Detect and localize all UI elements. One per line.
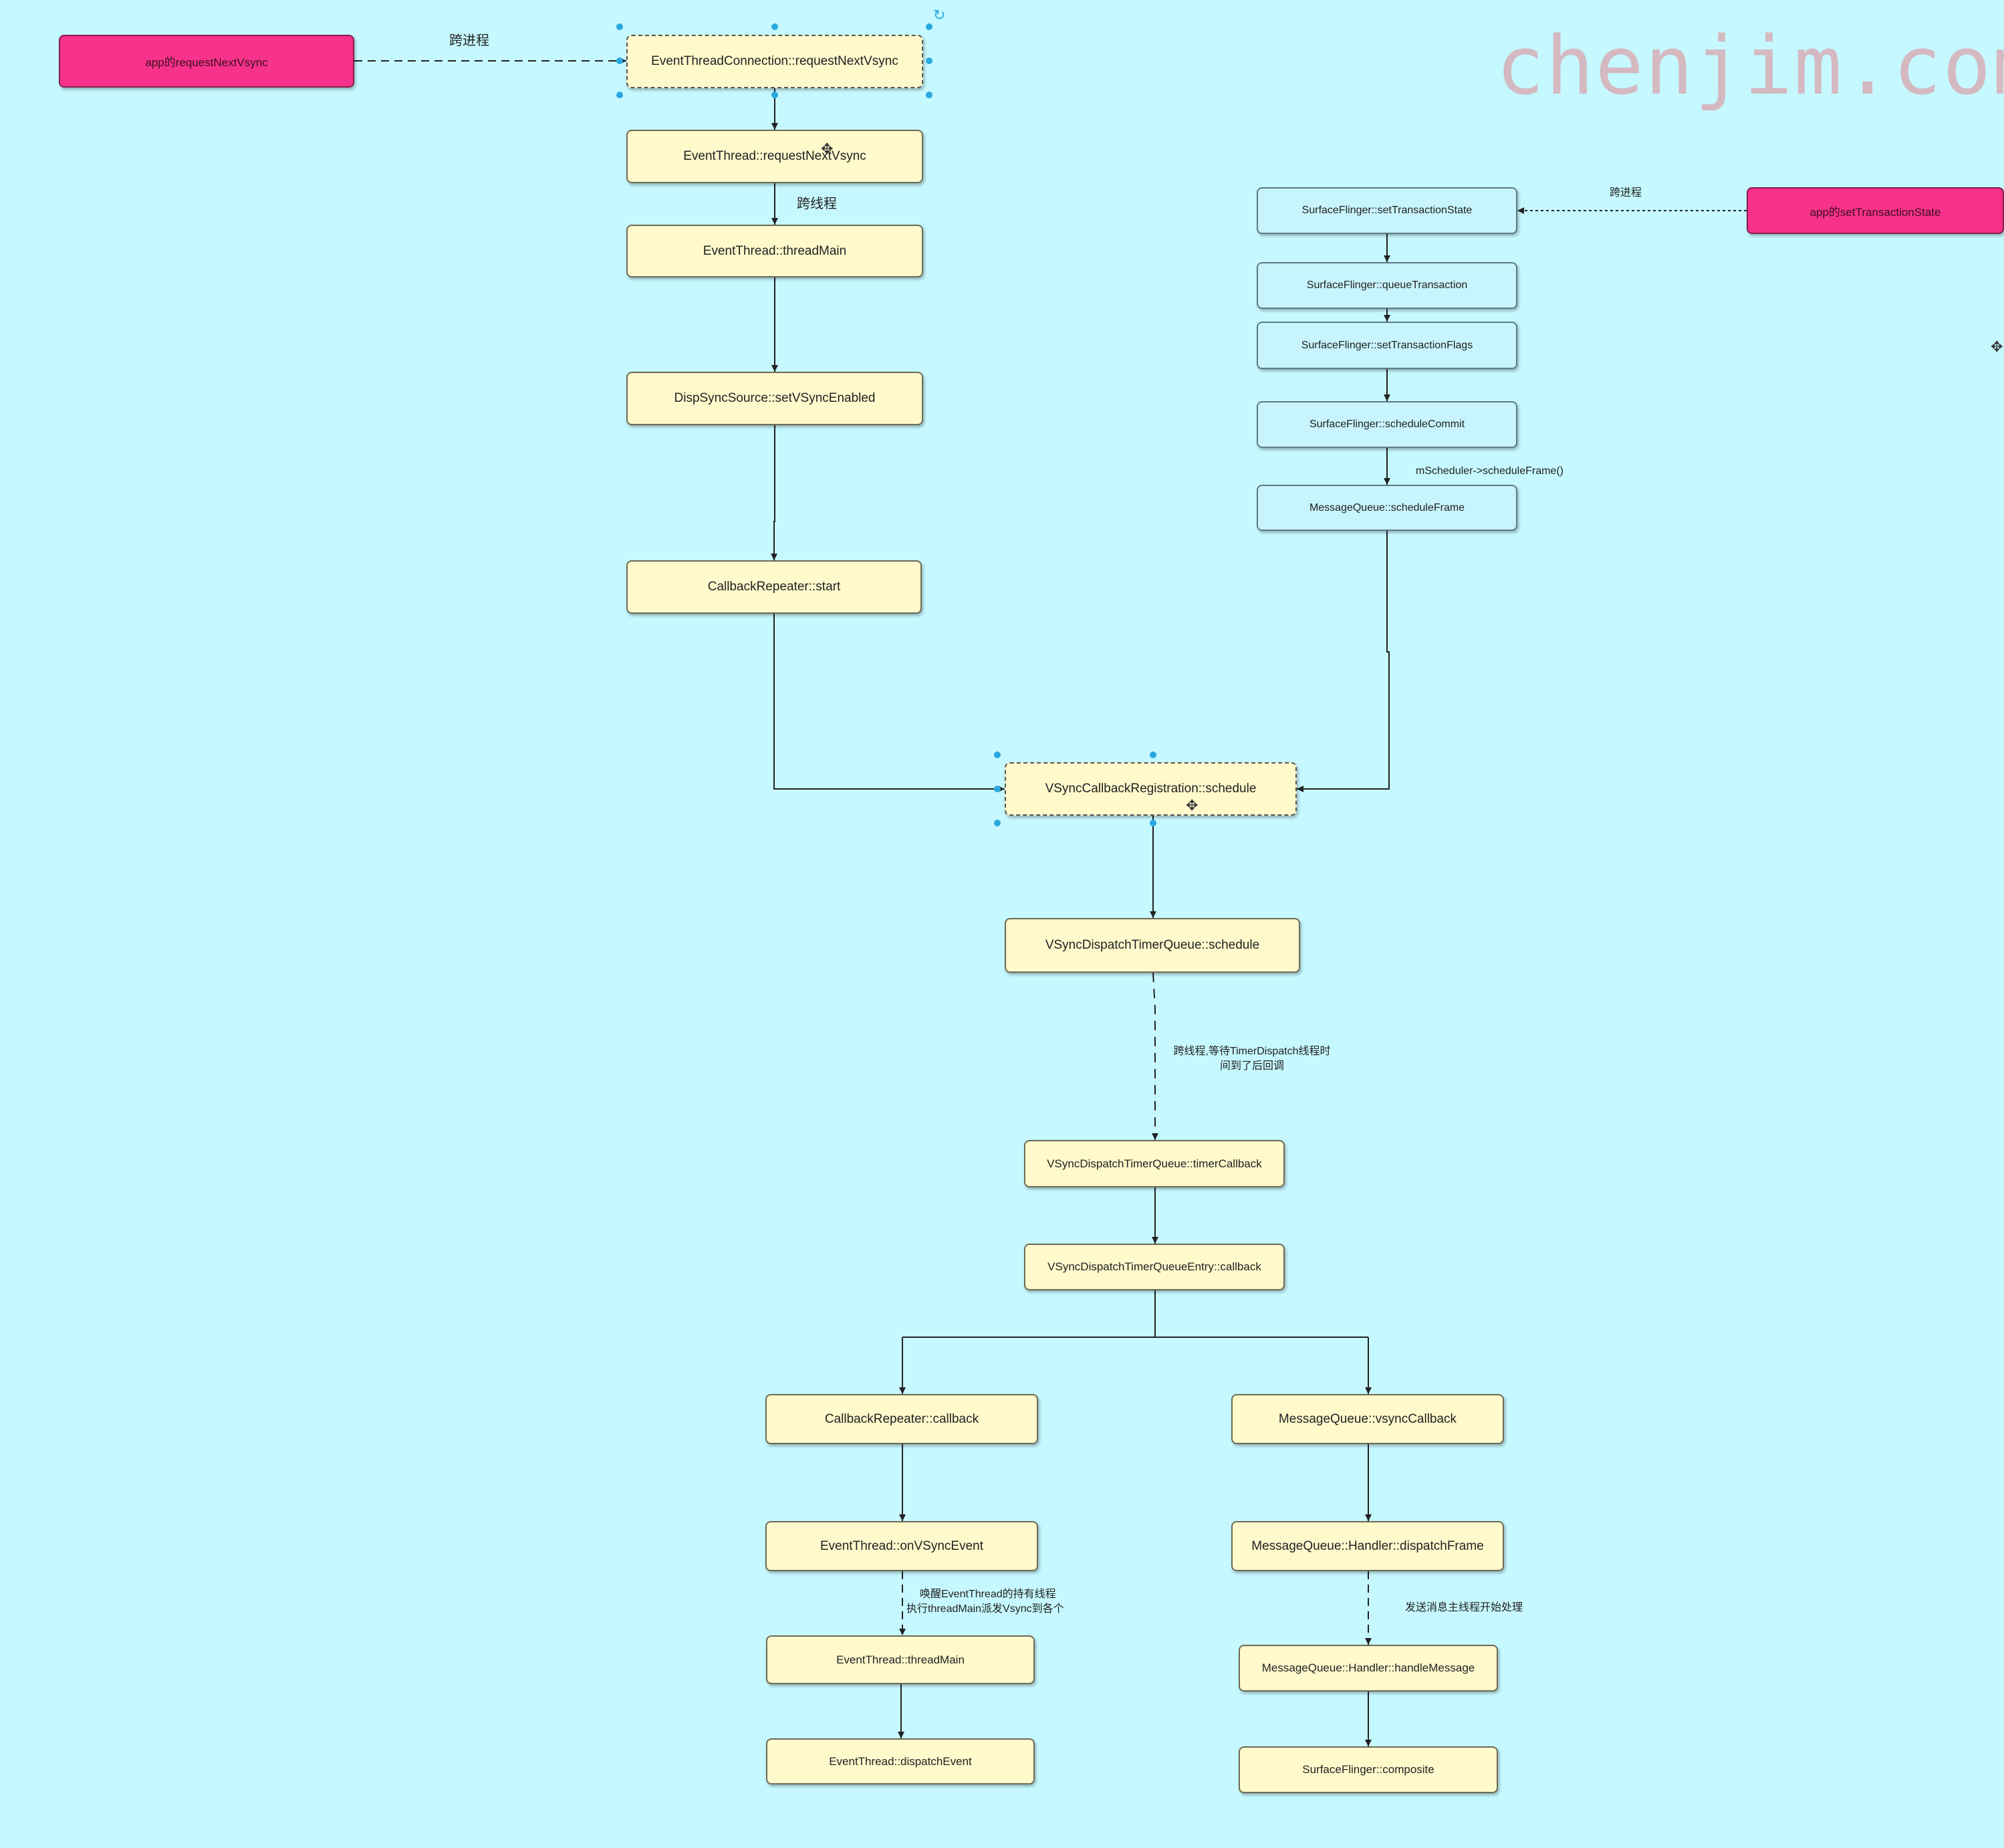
selection-handle-left[interactable] [616, 57, 623, 64]
selection-handle-right[interactable] [926, 57, 932, 64]
node-vsyncdispatchtimerqueue-timercallback[interactable]: VSyncDispatchTimerQueue::timerCallback [1024, 1140, 1285, 1187]
node-callbackrepeater-callback[interactable]: CallbackRepeater::callback [765, 1394, 1038, 1444]
move-cursor-icon-2: ✥ [1186, 797, 1199, 814]
node-eventthread-threadmain[interactable]: EventThread::threadMain [626, 225, 923, 277]
label-timer-wait-line1: 跨线程,等待TimerDispatch线程时 [1173, 1046, 1331, 1057]
edge-mqsf-to-vcr [1297, 531, 1390, 792]
selection-handle-bottom-2[interactable] [1150, 820, 1156, 826]
node-surfaceflinger-composite[interactable]: SurfaceFlinger::composite [1239, 1746, 1498, 1793]
node-app-settransactionstate[interactable]: app的setTransactionState [1747, 187, 2004, 234]
node-eventthread-threadmain-2[interactable]: EventThread::threadMain [766, 1635, 1035, 1684]
label-send-message: 发送消息主线程开始处理 [1405, 1602, 1523, 1613]
label-wake-line2: 执行threadMain派发Vsync到各个 [906, 1603, 1064, 1615]
node-surfaceflinger-settransactionstate[interactable]: SurfaceFlinger::setTransactionState [1257, 187, 1517, 234]
selection-handle-left-2[interactable] [994, 786, 1001, 792]
move-cursor-icon-3: ✥ [1991, 338, 2003, 355]
node-vsynccallbackregistration-schedule[interactable]: VSyncCallbackRegistration::schedule [1005, 762, 1297, 816]
label-cross-process-2: 跨进程 [1610, 187, 1642, 199]
node-surfaceflinger-schedulecommit[interactable]: SurfaceFlinger::scheduleCommit [1257, 401, 1517, 448]
selection-handle-bottom-left[interactable] [616, 92, 623, 98]
selection-handle-top-2[interactable] [1150, 752, 1156, 758]
node-app-request-next-vsync[interactable]: app的requestNextVsync [59, 35, 354, 88]
label-wake-line1: 唤醒EventThread的持有线程 [920, 1589, 1056, 1600]
label-cross-thread-1: 跨线程 [797, 197, 837, 211]
move-cursor-icon: ✥ [821, 140, 834, 157]
node-dispsyncsource-setvsyncenabled[interactable]: DispSyncSource::setVSyncEnabled [626, 372, 923, 425]
selection-handle-top-right[interactable] [926, 23, 932, 30]
node-messagequeue-vsynccallback[interactable]: MessageQueue::vsyncCallback [1231, 1394, 1504, 1444]
label-timer-wait-line2: 间到了后回调 [1219, 1060, 1284, 1072]
label-cross-process-1: 跨进程 [449, 33, 489, 48]
edge-entry-split [902, 1290, 1368, 1338]
node-messagequeue-handler-dispatchframe[interactable]: MessageQueue::Handler::dispatchFrame [1231, 1521, 1504, 1571]
edge-repeater-to-vcr [773, 614, 1005, 792]
watermark-text: chenjim.com [1496, 20, 2004, 113]
node-eventthreadconnection-requestnextvsync[interactable]: EventThreadConnection::requestNextVsync [626, 35, 923, 88]
node-eventthread-onvsyncevent[interactable]: EventThread::onVSyncEvent [765, 1521, 1038, 1571]
selection-handle-bottom-left-2[interactable] [994, 820, 1001, 826]
edge-vdtq-to-timercb [1152, 972, 1158, 1140]
node-surfaceflinger-settransactionflags[interactable]: SurfaceFlinger::setTransactionFlags [1257, 322, 1517, 369]
edge-dispsync-to-repeater [771, 425, 777, 560]
node-messagequeue-scheduleframe[interactable]: MessageQueue::scheduleFrame [1257, 485, 1517, 531]
rotate-handle-icon[interactable]: ↻ [933, 7, 946, 23]
selection-handle-top-left[interactable] [616, 23, 623, 30]
node-eventthread-requestnextvsync[interactable]: EventThread::requestNextVsync [626, 130, 923, 183]
node-callbackrepeater-start[interactable]: CallbackRepeater::start [626, 560, 922, 614]
node-eventthread-dispatchevent[interactable]: EventThread::dispatchEvent [766, 1738, 1035, 1784]
label-wake-eventthread: 唤醒EventThread的持有线程 执行threadMain派发Vsync到各… [906, 1587, 1064, 1617]
selection-handle-top[interactable] [771, 23, 778, 30]
selection-handle-bottom-right[interactable] [926, 92, 932, 98]
node-vsyncdispatchtimerqueueentry-callback[interactable]: VSyncDispatchTimerQueueEntry::callback [1024, 1244, 1285, 1290]
label-mscheduler-scheduleframe: mScheduler->scheduleFrame() [1416, 465, 1563, 477]
node-surfaceflinger-queuetransaction[interactable]: SurfaceFlinger::queueTransaction [1257, 262, 1517, 309]
node-vsyncdispatchtimerqueue-schedule[interactable]: VSyncDispatchTimerQueue::schedule [1005, 918, 1300, 973]
selection-handle-bottom[interactable] [771, 92, 778, 98]
node-messagequeue-handler-handlemessage[interactable]: MessageQueue::Handler::handleMessage [1239, 1645, 1498, 1692]
label-timer-wait: 跨线程,等待TimerDispatch线程时 间到了后回调 [1168, 1044, 1336, 1074]
selection-handle-top-left-2[interactable] [994, 752, 1001, 758]
